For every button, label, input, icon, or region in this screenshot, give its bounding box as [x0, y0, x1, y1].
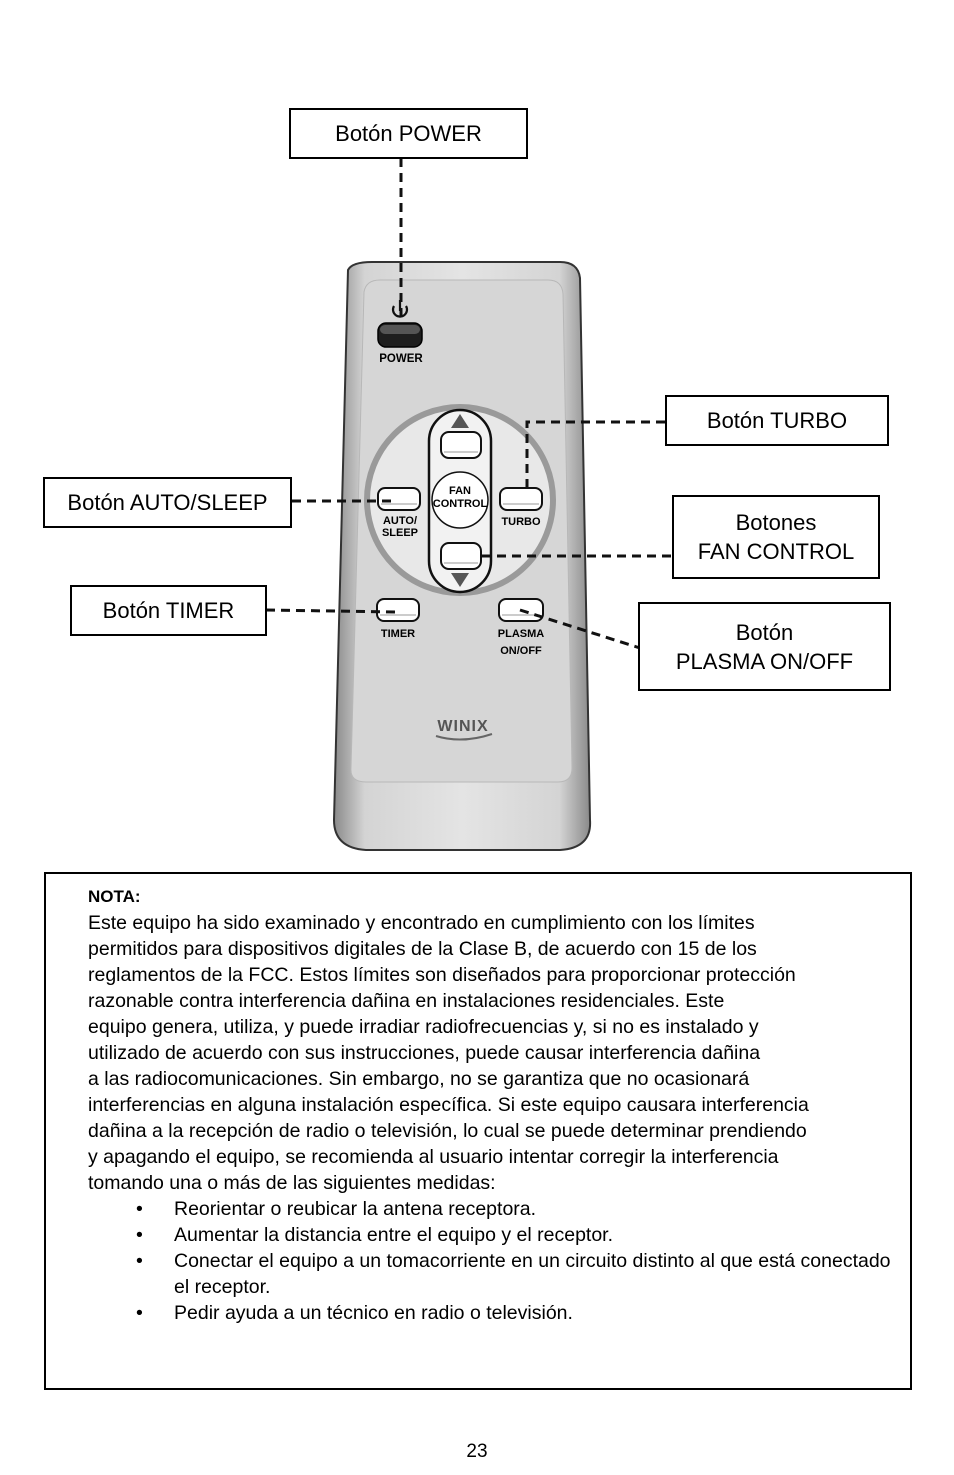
list-item-text: Conectar el equipo a un tomacorriente en…: [174, 1250, 891, 1298]
leader-turbo: [525, 420, 665, 488]
leader-timer: [265, 608, 399, 614]
turbo-label: TURBO: [501, 516, 541, 528]
note-line: permitidos para dispositivos digitales d…: [88, 938, 757, 960]
callout-auto-sleep-text: Botón AUTO/SLEEP: [67, 490, 268, 515]
note-line: reglamentos de la FCC. Estos límites son…: [88, 964, 796, 986]
auto-label-line1: AUTO/: [383, 515, 417, 527]
power-label: POWER: [379, 353, 423, 365]
fcc-note-content: NOTA: Este equipo ha sido examinado y en…: [88, 884, 898, 1326]
brand-swoosh: [435, 733, 493, 741]
callout-auto-sleep: Botón AUTO/SLEEP: [43, 477, 292, 528]
note-line: dañina a la recepción de radio o televis…: [88, 1120, 807, 1142]
note-line: razonable contra interferencia dañina en…: [88, 990, 725, 1012]
timer-button[interactable]: [376, 598, 420, 622]
bullet-icon: •: [136, 1250, 143, 1272]
auto-sleep-button[interactable]: [377, 487, 421, 511]
fan-control-center: [431, 471, 489, 529]
page-number: 23: [466, 1441, 488, 1462]
fcc-note-box: NOTA: Este equipo ha sido examinado y en…: [44, 872, 912, 1390]
callout-timer: Botón TIMER: [70, 585, 267, 636]
note-line: a las radiocomunicaciones. Sin embargo, …: [88, 1068, 750, 1090]
note-line: equipo genera, utiliza, y puede irradiar…: [88, 1016, 759, 1038]
callout-turbo-text: Botón TURBO: [706, 408, 848, 433]
note-line: interferencias en alguna instalación esp…: [88, 1094, 809, 1116]
list-item: • Conectar el equipo a un tomacorriente …: [88, 1248, 898, 1300]
list-item-text: Reorientar o reubicar la antena receptor…: [174, 1198, 537, 1220]
note-line: Este equipo ha sido examinado y encontra…: [88, 912, 755, 934]
callout-fan-control: Botones FAN CONTROL: [672, 495, 880, 579]
note-line: utilizado de acuerdo con sus instruccion…: [88, 1042, 761, 1064]
fan-up-arrow-icon: [451, 414, 469, 428]
note-line: y apagando el equipo, se recomienda al u…: [88, 1146, 779, 1168]
remote-control-diagram: POWER FAN CONTROL AUTO/ SLEEP TURBO TIME…: [265, 158, 672, 851]
bullet-icon: •: [136, 1302, 143, 1324]
plasma-label-line1: PLASMA: [498, 628, 545, 640]
callout-plasma-line2: PLASMA ON/OFF: [675, 648, 854, 674]
note-line: tomando una o más de las siguientes medi…: [88, 1172, 496, 1194]
list-item-text: Aumentar la distancia entre el equipo y …: [174, 1224, 614, 1246]
fan-label-line2: CONTROL: [433, 498, 488, 510]
fan-down-button[interactable]: [440, 542, 482, 570]
bullet-icon: •: [136, 1224, 143, 1246]
auto-label-line2: SLEEP: [382, 527, 418, 539]
leader-lines: [265, 158, 672, 650]
note-title: NOTA:: [88, 887, 141, 906]
callout-timer-text: Botón TIMER: [102, 598, 235, 623]
list-item: • Aumentar la distancia entre el equipo …: [88, 1222, 898, 1248]
plasma-label-line2: ON/OFF: [500, 645, 542, 657]
bullet-icon: •: [136, 1198, 143, 1220]
timer-label: TIMER: [381, 628, 415, 640]
list-item: • Pedir ayuda a un técnico en radio o te…: [88, 1300, 898, 1326]
note-body: Este equipo ha sido examinado y encontra…: [88, 910, 898, 1196]
callout-fan-control-line2: FAN CONTROL: [697, 539, 855, 564]
callout-plasma: Botón PLASMA ON/OFF: [638, 602, 891, 691]
turbo-button[interactable]: [499, 487, 543, 511]
fan-up-button[interactable]: [440, 431, 482, 459]
callout-power: Botón POWER: [289, 108, 528, 159]
list-item-text: Pedir ayuda a un técnico en radio o tele…: [174, 1302, 573, 1324]
fan-label-line1: FAN: [449, 485, 471, 497]
leader-plasma: [519, 608, 641, 650]
list-item: • Reorientar o reubicar la antena recept…: [88, 1196, 898, 1222]
callout-fan-control-line1: Botones: [735, 510, 817, 535]
callout-plasma-line1: Botón: [735, 619, 794, 645]
callout-turbo: Botón TURBO: [665, 395, 889, 446]
brand-logo: WINIX: [437, 718, 488, 735]
fan-down-arrow-icon: [451, 573, 469, 587]
callout-power-text: Botón POWER: [335, 121, 482, 146]
note-bullet-list: • Reorientar o reubicar la antena recept…: [88, 1196, 898, 1326]
